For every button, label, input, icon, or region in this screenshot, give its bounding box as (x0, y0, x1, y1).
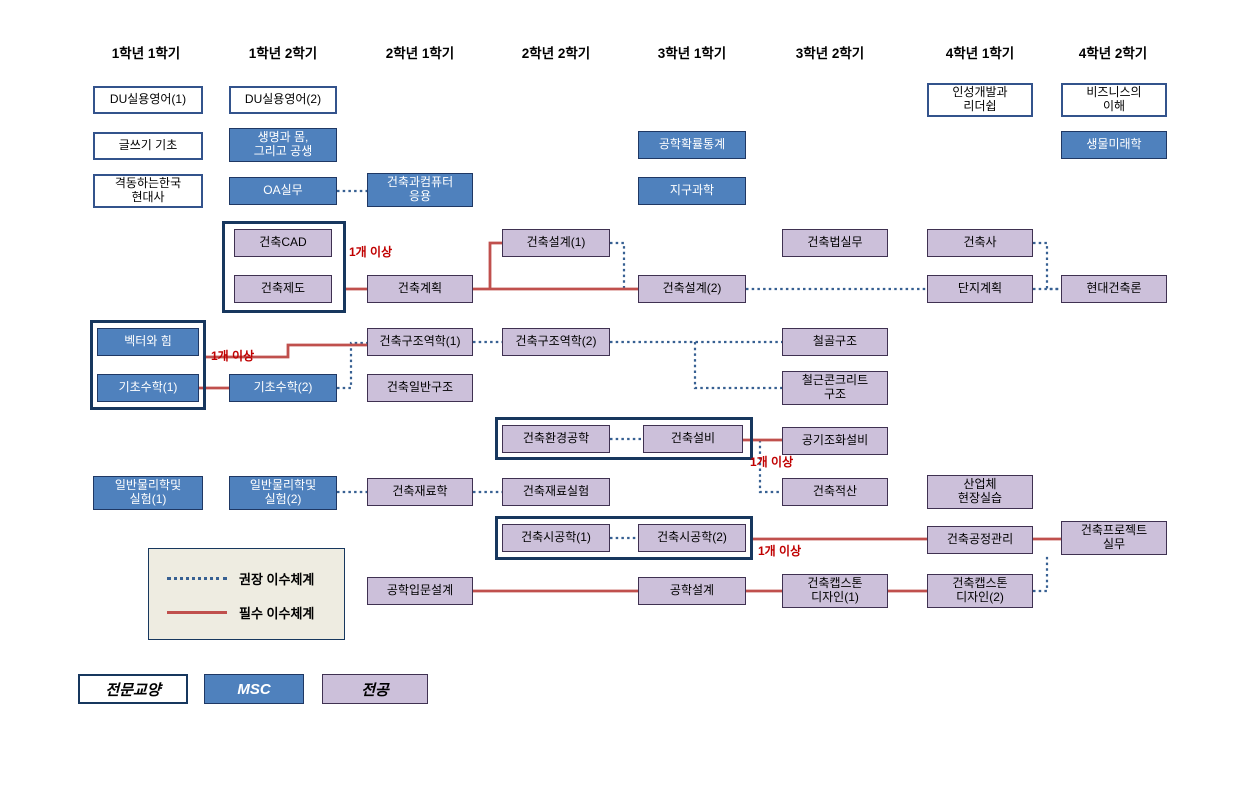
course-business: 비즈니스의 이해 (1061, 83, 1167, 117)
course-basic-math-2: 기초수학(2) (229, 374, 337, 402)
course-arch-computer: 건축과컴퓨터 응용 (367, 173, 473, 207)
group-cad (222, 221, 346, 313)
course-architect: 건축사 (927, 229, 1033, 257)
course-construction-2: 건축시공학(2) (638, 524, 746, 552)
required-path-line (206, 343, 367, 359)
semester-header-3: 2학년 1학기 (385, 46, 455, 61)
course-arch-planning: 건축계획 (367, 275, 473, 303)
course-structural-mechanics-1: 건축구조역학(1) (367, 328, 473, 356)
course-project-practice: 건축프로젝트 실무 (1061, 521, 1167, 555)
semester-header-4: 2학년 2학기 (521, 46, 591, 61)
course-internship: 산업체 현장실습 (927, 475, 1033, 509)
recommended-path-line (610, 241, 626, 288)
semester-header-5: 3학년 1학기 (657, 46, 727, 61)
course-bio-future: 생물미래학 (1061, 131, 1167, 159)
course-law-practice: 건축법실무 (782, 229, 888, 257)
course-site-planning: 단지계획 (927, 275, 1033, 303)
key-general-education: 전문교양 (78, 674, 188, 704)
recommended-path-line (1033, 555, 1049, 593)
course-process-mgmt: 건축공정관리 (927, 526, 1033, 554)
course-intro-eng-design: 공학입문설계 (367, 577, 473, 605)
course-design-2: 건축설계(2) (638, 275, 746, 303)
course-physics-lab-1: 일반물리학및 실험(1) (93, 476, 203, 510)
course-arch-drafting: 건축제도 (234, 275, 332, 303)
course-modern-arch: 현대건축론 (1061, 275, 1167, 303)
course-hvac: 공기조화설비 (782, 427, 888, 455)
min-one-label-2: 1개 이상 (211, 349, 255, 363)
min-one-label-1: 1개 이상 (349, 245, 393, 259)
min-one-label-4: 1개 이상 (758, 544, 802, 558)
recommended-path-line (1033, 241, 1061, 291)
semester-header-8: 4학년 2학기 (1078, 46, 1148, 61)
course-materials: 건축재료학 (367, 478, 473, 506)
group-environment (495, 417, 753, 460)
recommended-path-line (693, 342, 782, 390)
course-vector-force: 벡터와 힘 (97, 328, 199, 356)
course-construction-1: 건축시공학(1) (502, 524, 610, 552)
course-rc-structure: 철근콘크리트 구조 (782, 371, 888, 405)
required-line-sample (167, 611, 227, 614)
course-leadership: 인성개발과 리더쉽 (927, 83, 1033, 117)
course-design-1: 건축설계(1) (502, 229, 610, 257)
course-steel-structure: 철골구조 (782, 328, 888, 356)
recommended-line-sample (167, 577, 227, 580)
course-structural-mechanics-2: 건축구조역학(2) (502, 328, 610, 356)
course-estimation: 건축적산 (782, 478, 888, 506)
legend-box: 권장 이수체계 필수 이수체계 (148, 548, 345, 640)
legend-label-required: 필수 이수체계 (239, 606, 315, 621)
course-eng-design: 공학설계 (638, 577, 746, 605)
legend-row-recommended: 권장 이수체계 (167, 569, 314, 588)
semester-header-2: 1학년 2학기 (248, 46, 318, 61)
course-general-structure: 건축일반구조 (367, 374, 473, 402)
min-one-label-3: 1개 이상 (750, 455, 794, 469)
course-du-english-2: DU실용영어(2) (229, 86, 337, 114)
course-environment: 건축환경공학 (502, 425, 610, 453)
course-capstone-1: 건축캡스톤 디자인(1) (782, 574, 888, 608)
course-materials-lab: 건축재료실험 (502, 478, 610, 506)
course-arch-cad: 건축CAD (234, 229, 332, 257)
semester-header-7: 4학년 1학기 (945, 46, 1015, 61)
course-physics-lab-2: 일반물리학및 실험(2) (229, 476, 337, 510)
course-du-english-1: DU실용영어(1) (93, 86, 203, 114)
course-writing-basics: 글쓰기 기초 (93, 132, 203, 160)
key-major: 전공 (322, 674, 428, 704)
course-capstone-2: 건축캡스톤 디자인(2) (927, 574, 1033, 608)
course-life-body: 생명과 몸, 그리고 공생 (229, 128, 337, 162)
required-path-line (488, 241, 502, 289)
key-msc: MSC (204, 674, 304, 704)
legend-label-recommended: 권장 이수체계 (239, 572, 315, 587)
course-oa-practice: OA실무 (229, 177, 337, 205)
recommended-path-line (337, 341, 367, 390)
semester-header-6: 3학년 2학기 (795, 46, 865, 61)
semester-header-1: 1학년 1학기 (111, 46, 181, 61)
recommended-path-line (758, 440, 782, 494)
group-vector-math (90, 320, 206, 410)
course-prob-stats: 공학확률통계 (638, 131, 746, 159)
course-earth-science: 지구과학 (638, 177, 746, 205)
course-building-services: 건축설비 (643, 425, 743, 453)
group-construction (495, 516, 753, 560)
legend-row-required: 필수 이수체계 (167, 603, 314, 622)
course-basic-math-1: 기초수학(1) (97, 374, 199, 402)
course-korean-modern-history: 격동하는한국 현대사 (93, 174, 203, 208)
